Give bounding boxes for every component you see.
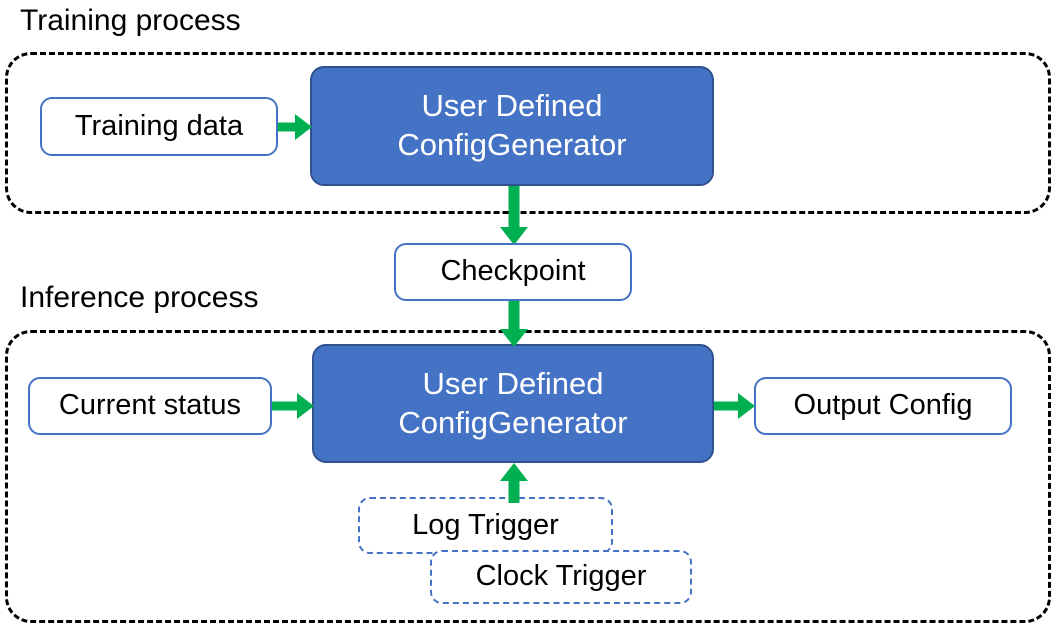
node-training-data-label: Training data	[74, 109, 244, 142]
arrow-head	[738, 393, 755, 419]
arrow-head	[297, 393, 314, 419]
node-output-config-label: Output Config	[793, 389, 973, 422]
arrow-head	[295, 114, 312, 140]
node-user-defined-configgenerator-training[interactable]: User Defined ConfigGenerator	[310, 66, 714, 186]
node-generator-inference-line1: User Defined	[422, 365, 604, 401]
arrow-head	[500, 329, 528, 347]
inference-process-container	[5, 330, 1051, 623]
node-checkpoint[interactable]: Checkpoint	[394, 243, 632, 301]
arrow-shaft	[508, 186, 520, 228]
inference-process-caption: Inference process	[16, 283, 263, 313]
node-log-trigger-label: Log Trigger	[412, 508, 559, 541]
arrow-current-status-to-generator-icon	[272, 390, 314, 422]
training-process-caption: Training process	[16, 6, 245, 36]
node-output-config[interactable]: Output Config	[754, 377, 1012, 435]
arrow-head	[500, 227, 528, 245]
training-process-container	[5, 52, 1051, 214]
arrow-head	[500, 463, 528, 481]
node-current-status[interactable]: Current status	[28, 377, 272, 435]
node-checkpoint-label: Checkpoint	[440, 255, 586, 288]
arrow-shaft	[714, 401, 739, 411]
arrow-shaft	[278, 122, 296, 132]
node-user-defined-configgenerator-inference[interactable]: User Defined ConfigGenerator	[312, 344, 714, 463]
node-clock-trigger-label: Clock Trigger	[475, 560, 647, 593]
node-training-data[interactable]: Training data	[40, 97, 278, 156]
arrow-shaft	[508, 300, 520, 330]
arrow-generator-to-output-config-icon	[714, 390, 756, 422]
node-current-status-label: Current status	[58, 389, 242, 422]
node-clock-trigger[interactable]: Clock Trigger	[430, 550, 692, 604]
node-generator-training-line1: User Defined	[421, 88, 603, 124]
arrow-triggers-to-generator-icon	[500, 463, 528, 503]
node-log-trigger[interactable]: Log Trigger	[358, 497, 613, 554]
node-generator-inference-line2: ConfigGenerator	[398, 404, 628, 440]
arrow-checkpoint-to-generator-icon	[500, 300, 528, 347]
arrow-generator-to-checkpoint-icon	[500, 186, 528, 245]
node-generator-training-line2: ConfigGenerator	[397, 127, 627, 162]
arrow-shaft	[508, 477, 520, 503]
arrow-training-data-to-generator-icon	[278, 111, 312, 143]
arrow-shaft	[272, 401, 298, 411]
